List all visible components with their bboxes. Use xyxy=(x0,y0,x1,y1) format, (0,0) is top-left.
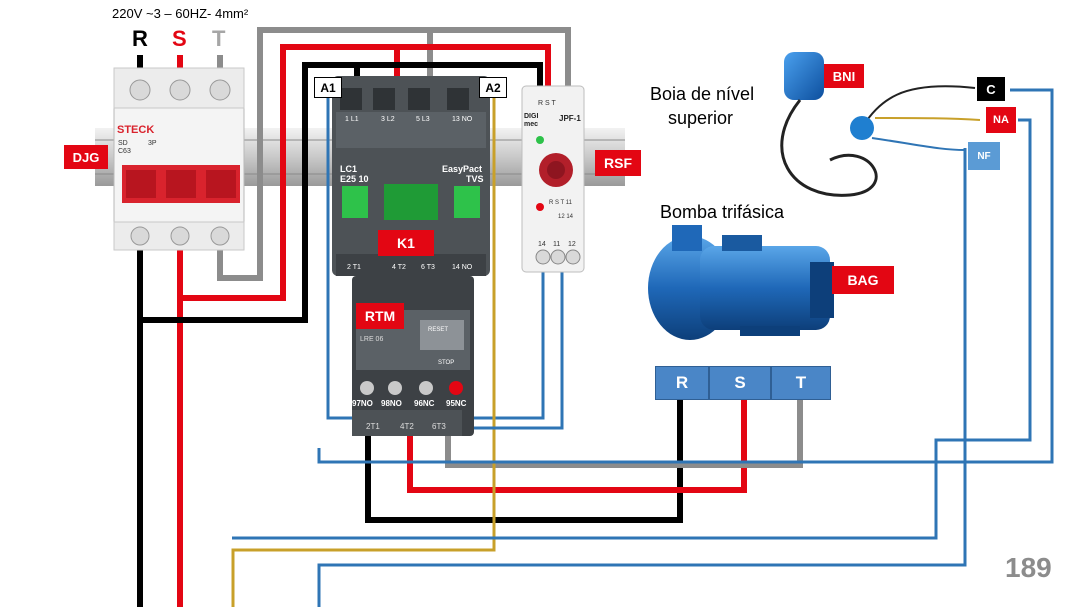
rtm-contact-96nc: 96NC xyxy=(414,399,435,408)
wire-a2 xyxy=(231,98,496,607)
pump-title: Bomba trifásica xyxy=(660,202,785,222)
wire-to-bottom xyxy=(317,148,967,607)
phase-relay-tag: RSF xyxy=(595,150,641,176)
rtm-reset: RESET xyxy=(428,327,449,333)
rsf-model: JPF-1 xyxy=(559,114,581,123)
k1-model: LC1 xyxy=(340,164,358,174)
rsf-bottom-14: 14 xyxy=(538,241,546,248)
rtm-model: LRE 06 xyxy=(360,336,384,343)
k1-top-terminal-3: 5 L3 xyxy=(416,116,430,123)
k1-bottom-terminal-2: 4 T2 xyxy=(392,264,406,271)
page-number: 189 xyxy=(1005,552,1052,583)
rtm-output-1: 2T1 xyxy=(366,422,380,431)
breaker-model-2: C63 xyxy=(118,148,131,155)
float-switch-image xyxy=(780,52,981,197)
k1-bottom-terminal-3: 6 T3 xyxy=(421,264,435,271)
breaker-tag: DJG xyxy=(64,145,108,169)
float-terminal-c: C xyxy=(976,76,1006,102)
phase-s-label: S xyxy=(172,26,187,51)
wire-t-motor xyxy=(445,398,803,468)
rsf-label-nums: 12 14 xyxy=(558,214,574,220)
breaker-model-1: SD xyxy=(118,140,128,147)
phase-r-label: R xyxy=(132,26,148,51)
breaker xyxy=(113,67,245,251)
supply-spec: 220V ~3 – 60HZ- 4mm² xyxy=(112,6,249,21)
wire-float-na xyxy=(232,118,1032,540)
contactor-tag: K1 xyxy=(378,230,434,256)
rtm-output-3: 6T3 xyxy=(432,422,446,431)
coil-a1-label: A1 xyxy=(314,77,342,98)
phase-t-label: T xyxy=(212,26,226,51)
breaker-model-3: 3P xyxy=(148,140,157,147)
wire-s-to-rsf xyxy=(397,44,551,90)
wire-r-motor xyxy=(365,398,683,523)
float-title-line1: Boia de nível xyxy=(650,84,755,104)
k1-top-terminal-4: 13 NO xyxy=(452,116,473,123)
phase-relay xyxy=(521,85,585,273)
wire-r-to-rsf xyxy=(357,62,543,90)
rsf-top-terminals: R S T xyxy=(538,100,556,107)
rsf-brand: DIGI mec xyxy=(524,113,539,128)
motor-terminal-t: T xyxy=(771,366,831,400)
rtm-output-2: 4T2 xyxy=(400,422,414,431)
wire-s-motor xyxy=(407,398,747,493)
overload-relay xyxy=(352,276,474,436)
motor-terminal-s: S xyxy=(709,366,771,400)
pump-tag: BAG xyxy=(832,266,894,294)
float-title-line2: superior xyxy=(668,108,734,128)
k1-bottom-terminal-4: 14 NO xyxy=(452,264,473,271)
k1-model-sub: E25 10 xyxy=(340,174,369,184)
power-wires xyxy=(137,27,803,607)
wire-t-to-k1 xyxy=(217,27,433,281)
float-terminal-na: NA xyxy=(986,107,1016,133)
k1-top-terminal-1: 1 L1 xyxy=(345,116,359,123)
pump-image xyxy=(648,225,834,340)
wire-relay-c xyxy=(433,268,564,430)
k1-bottom-terminal-1: 2 T1 xyxy=(347,264,361,271)
rtm-contact-97no: 97NO xyxy=(352,399,373,408)
breaker-brand: STECK xyxy=(117,124,155,136)
contactor xyxy=(332,76,490,276)
overload-tag: RTM xyxy=(356,303,404,329)
coil-a2-label: A2 xyxy=(479,77,507,98)
wire-rtm-nc xyxy=(462,268,545,420)
float-switch-tag: BNI xyxy=(824,64,864,88)
float-terminal-nf: NF xyxy=(968,142,1000,170)
rtm-contact-95nc: 95NC xyxy=(446,399,467,408)
rtm-contact-98no: 98NO xyxy=(381,399,402,408)
wire-t-to-rsf xyxy=(430,27,571,90)
rsf-bottom-11: 11 xyxy=(553,241,561,248)
rsf-bottom-12: 12 xyxy=(568,241,576,248)
wire-a1 xyxy=(326,98,358,420)
rsf-label-rst: R S T 11 xyxy=(549,200,573,206)
wire-float-common xyxy=(317,88,1054,464)
motor-terminal-r: R xyxy=(655,366,709,400)
k1-brand: EasyPact xyxy=(442,164,483,174)
control-wires xyxy=(231,88,1054,607)
k1-brand-sub: TVS xyxy=(466,174,484,184)
k1-top-terminal-2: 3 L2 xyxy=(381,116,395,123)
rtm-stop: STOP xyxy=(438,360,455,366)
